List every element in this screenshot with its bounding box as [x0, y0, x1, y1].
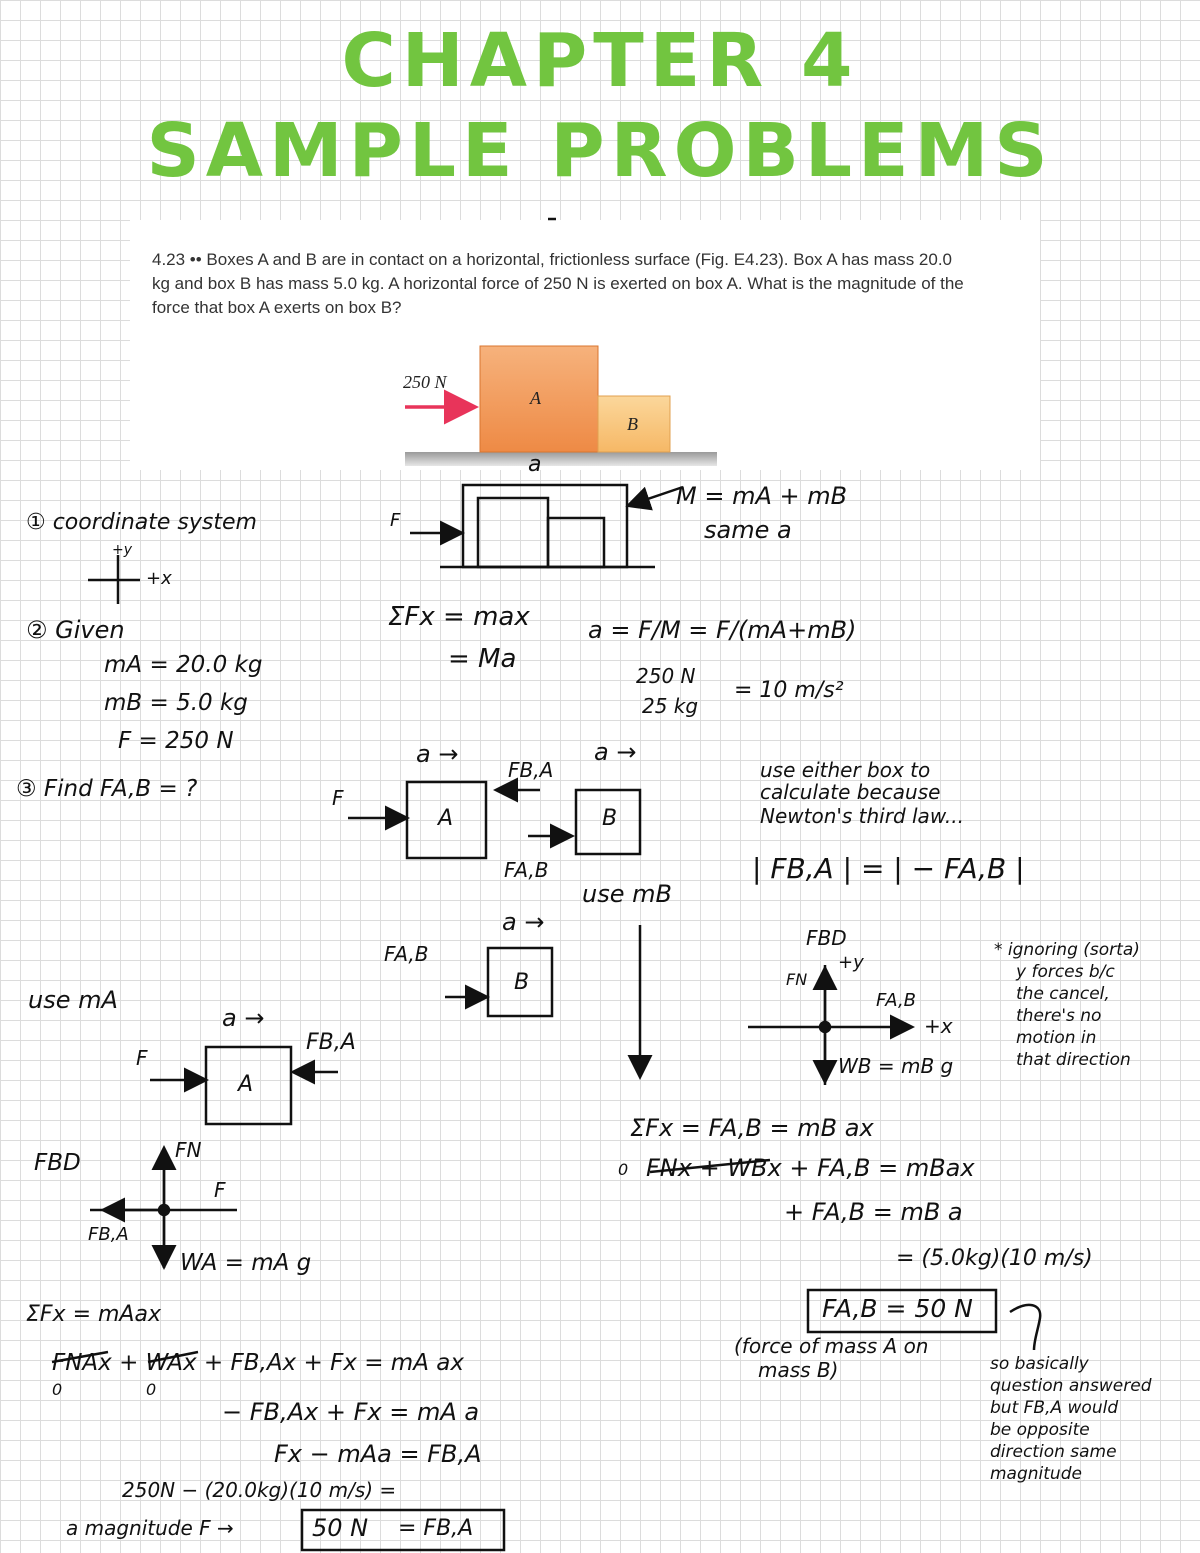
fab-lower: FA,B — [384, 942, 429, 966]
force-f-mid: F — [332, 786, 344, 810]
side-note6: that direction — [1016, 1050, 1131, 1070]
axis-y-label: +y — [112, 542, 133, 558]
step1-label: ① coordinate system — [26, 510, 257, 535]
side-note3: the cancel, — [1016, 984, 1110, 1004]
equation-line1: FNAx + WAx + FB,Ax + Fx = mA ax — [52, 1350, 464, 1376]
box-b-label: B — [627, 414, 638, 434]
total-mass-note: M = mA + mB — [676, 482, 848, 510]
side-note2: y forces b/c — [1016, 962, 1115, 982]
accel-result: = 10 m/s² — [734, 678, 844, 703]
side-note1: * ignoring (sorta) — [994, 940, 1140, 960]
equation-right-line3: + FA,B = mB a — [784, 1198, 963, 1226]
third-law-equation: | FB,A | = | − FA,B | — [752, 852, 1025, 885]
equation-line3: Fx − mAa = FB,A — [274, 1440, 482, 1468]
force-note2: mass B) — [758, 1358, 839, 1382]
equation-right-line4: = (5.0kg)(10 m/s) — [896, 1246, 1093, 1271]
basic-note3: but FB,A would — [990, 1398, 1119, 1418]
basic-note1: so basically — [990, 1354, 1089, 1374]
chapter-title: CHAPTER 4 — [341, 18, 859, 104]
problem-statement: 4.23 •• Boxes A and B are in contact on … — [152, 250, 964, 317]
note-line2: calculate because — [760, 780, 941, 804]
sum-fx-left: ΣFx = mAax — [26, 1302, 161, 1327]
fbd-fn-right: FN — [786, 970, 808, 989]
equation-right-line2: FNx + WBx + FA,B = mBax — [646, 1154, 975, 1182]
box-a-mid: A — [438, 806, 454, 831]
fbd-y-right: +y — [838, 952, 864, 973]
basic-note6: magnitude — [990, 1464, 1082, 1484]
accel-a-mid: a → — [416, 740, 459, 768]
fbd-x-right: +x — [924, 1014, 953, 1038]
floor — [405, 452, 717, 466]
fbd-fba-left: FB,A — [88, 1224, 129, 1245]
zero-mark-right: 0 — [618, 1160, 629, 1179]
basic-note2: question answered — [990, 1376, 1152, 1396]
side-note5: motion in — [1016, 1028, 1097, 1048]
given-ma: mA = 20.0 kg — [104, 652, 263, 678]
zero-mark-a: 0 — [52, 1380, 63, 1399]
fbd-weight-left: WA = mA g — [180, 1250, 312, 1276]
box-a-left: A — [238, 1072, 254, 1097]
accel-denominator: 25 kg — [642, 694, 699, 718]
sum-fx-ma: = Ma — [448, 644, 517, 674]
force-note1: (force of mass A on — [734, 1334, 929, 1358]
box-b-figure — [597, 395, 671, 453]
axis-x-label: +x — [146, 568, 172, 589]
box-a-figure — [479, 345, 599, 453]
right-answer: FA,B = 50 N — [822, 1294, 973, 1323]
box-b-lower: B — [514, 970, 530, 995]
fbd-fn-left: FN — [175, 1138, 202, 1162]
use-ma-label: use mA — [28, 986, 118, 1014]
sum-fx-right: ΣFx = FA,B = mB ax — [630, 1114, 874, 1142]
fbd-label-right: FBD — [806, 926, 847, 950]
fab-mid: FA,B — [504, 858, 549, 882]
fbd-fab-right: FA,B — [876, 990, 917, 1011]
accel-equation: a = F/M = F/(mA+mB) — [588, 616, 857, 644]
equation-line2: − FB,Ax + Fx = mA a — [222, 1398, 480, 1426]
side-note4: there's no — [1016, 1006, 1102, 1026]
fba-label-left: FB,A — [306, 1030, 356, 1055]
zero-mark-b: 0 — [146, 1380, 157, 1399]
equation-line4: 250N − (20.0kg)(10 m/s) = — [122, 1478, 397, 1502]
force-f-top: F — [390, 510, 401, 531]
basic-note4: be opposite — [990, 1420, 1090, 1440]
basic-note5: direction same — [990, 1442, 1117, 1462]
left-answer-value: 50 N — [312, 1514, 369, 1542]
equation-line5-prefix: a magnitude F → — [66, 1516, 234, 1540]
given-f: F = 250 N — [118, 728, 234, 754]
accel-b2: a → — [502, 908, 545, 936]
fbd-label-left: FBD — [34, 1150, 81, 1176]
force-label: 250 N — [403, 372, 447, 392]
sum-fx-middle: ΣFx = max — [388, 602, 530, 632]
fba-mid: FB,A — [508, 758, 554, 782]
same-a-note: same a — [704, 516, 792, 544]
note-line1: use either box to — [760, 758, 931, 782]
accel-label-left: a → — [222, 1004, 265, 1032]
step2-label: ② Given — [26, 616, 125, 644]
accel-top: a — [528, 452, 542, 477]
accel-numerator: 250 N — [636, 664, 696, 688]
fbd-weight-right: WB = mB g — [838, 1054, 954, 1078]
use-mb-label: use mB — [582, 880, 672, 908]
box-a-label: A — [530, 388, 541, 408]
note-line3: Newton's third law... — [760, 804, 964, 828]
chapter-subtitle: SAMPLE PROBLEMS — [146, 108, 1054, 194]
accel-b-mid: a → — [594, 738, 637, 766]
left-answer-suffix: = FB,A — [398, 1516, 474, 1541]
fbd-f-left: F — [214, 1178, 226, 1202]
force-f-label-left: F — [136, 1046, 148, 1070]
step3-label: ③ Find FA,B = ? — [16, 776, 198, 802]
box-b-mid: B — [602, 806, 618, 831]
given-mb: mB = 5.0 kg — [104, 690, 248, 716]
